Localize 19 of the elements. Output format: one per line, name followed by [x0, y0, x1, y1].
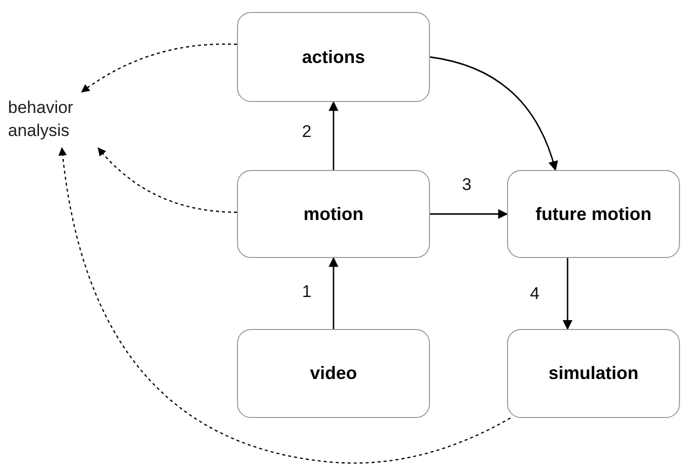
dashed-arrow — [81, 44, 238, 92]
node-label: behavior analysis — [8, 97, 74, 142]
process-box — [237, 170, 430, 258]
process-box — [507, 170, 680, 258]
process-box — [237, 329, 430, 418]
dashed-arrow — [98, 147, 238, 213]
arrow — [430, 209, 508, 219]
process-box — [507, 329, 680, 418]
box-label: simulation — [548, 362, 638, 386]
box-label: motion — [304, 202, 364, 226]
dashed-arrow — [58, 147, 511, 464]
box-label: actions — [302, 46, 366, 69]
arrow — [328, 257, 338, 329]
box-label: video — [310, 362, 357, 386]
process-box — [237, 12, 430, 102]
arrow — [430, 56, 558, 171]
box-label: future motion — [536, 202, 652, 226]
arrow — [562, 258, 572, 330]
arrow — [328, 101, 338, 170]
